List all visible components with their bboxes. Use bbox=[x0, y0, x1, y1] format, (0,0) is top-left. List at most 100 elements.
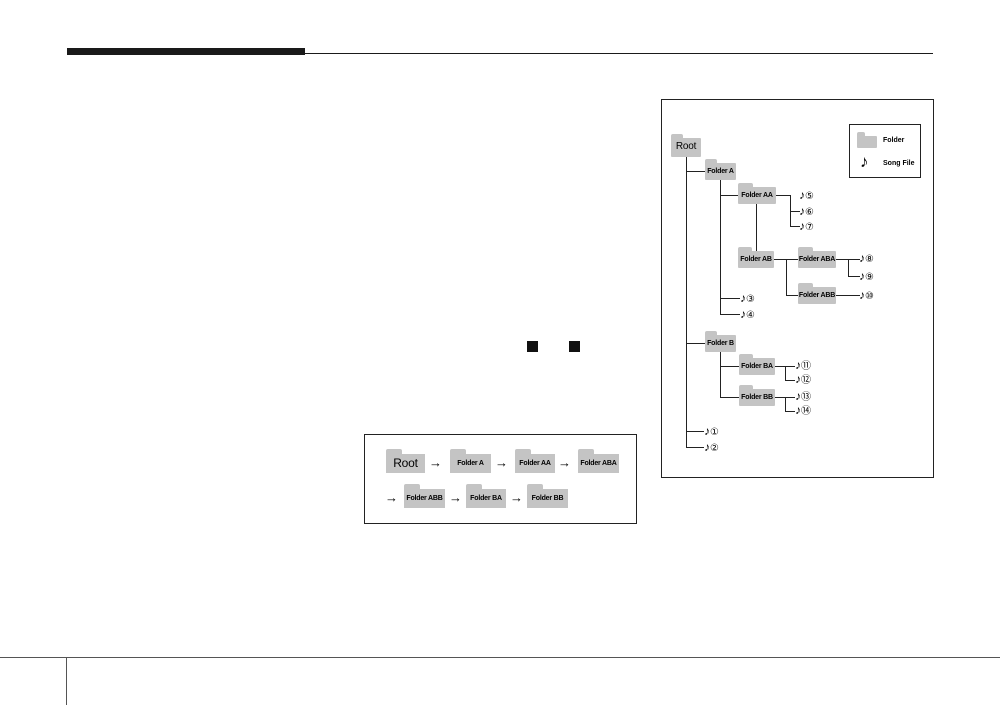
folder-ab: Folder AB bbox=[738, 247, 774, 268]
legend-song-label: Song File bbox=[883, 160, 915, 167]
song-file-8: ♪⑧ bbox=[859, 252, 874, 266]
connector bbox=[790, 226, 800, 227]
arrow-icon: → bbox=[558, 455, 571, 470]
path-folder-root: Root bbox=[386, 449, 425, 473]
music-note-icon: ♪ bbox=[795, 389, 801, 403]
legend-folder-label: Folder bbox=[883, 137, 905, 144]
song-file-13: ♪⑬ bbox=[795, 390, 811, 404]
song-number: ⑦ bbox=[805, 222, 814, 233]
song-file-6: ♪⑥ bbox=[799, 205, 814, 219]
folder-bb: Folder BB bbox=[739, 385, 775, 406]
arrow-icon: → bbox=[429, 455, 442, 470]
folder-root: Root bbox=[671, 134, 701, 157]
connector bbox=[686, 343, 705, 344]
music-note-icon: ♪ bbox=[740, 307, 746, 321]
folder-ba: Folder BA bbox=[739, 354, 775, 375]
song-number: ⑭ bbox=[801, 406, 811, 417]
connector bbox=[786, 259, 787, 295]
song-number: ⑨ bbox=[865, 272, 874, 283]
arrow-icon: → bbox=[495, 455, 508, 470]
song-number: ④ bbox=[746, 310, 755, 321]
path-folder-aba: Folder ABA bbox=[578, 449, 619, 473]
arrow-icon: → bbox=[385, 490, 398, 505]
connector bbox=[836, 295, 860, 296]
folder-aa: Folder AA bbox=[738, 183, 776, 204]
music-note-icon: ♪ bbox=[799, 204, 805, 218]
path-folder-a: Folder A bbox=[450, 449, 491, 473]
connector bbox=[720, 366, 739, 367]
music-note-icon: ♪ bbox=[795, 403, 801, 417]
song-file-5: ♪⑤ bbox=[799, 189, 814, 203]
folder-a: Folder A bbox=[705, 159, 736, 180]
music-note-icon: ♪ bbox=[859, 269, 865, 283]
path-folder-bb: Folder BB bbox=[527, 484, 568, 508]
song-number: ⑧ bbox=[865, 254, 874, 265]
square-marker-2 bbox=[569, 341, 580, 352]
connector bbox=[790, 211, 800, 212]
song-number: ⑤ bbox=[805, 191, 814, 202]
legend: Folder ♪ Song File bbox=[849, 124, 921, 178]
music-note-icon: ♪ bbox=[860, 152, 869, 171]
connector bbox=[686, 431, 704, 432]
footer-rule bbox=[0, 657, 1000, 658]
connector bbox=[720, 180, 721, 315]
song-file-4: ♪④ bbox=[740, 308, 755, 322]
song-number: ⑩ bbox=[865, 291, 874, 302]
connector bbox=[776, 195, 790, 196]
song-file-1: ♪① bbox=[704, 425, 719, 439]
song-file-9: ♪⑨ bbox=[859, 270, 874, 284]
folder-tree-diagram: Folder ♪ Song File Root Folder A Folder … bbox=[661, 99, 934, 478]
connector bbox=[756, 204, 757, 252]
connector bbox=[720, 397, 739, 398]
song-file-7: ♪⑦ bbox=[799, 220, 814, 234]
connector bbox=[786, 295, 798, 296]
folder-abb: Folder ABB bbox=[798, 283, 836, 304]
song-number: ⑬ bbox=[801, 392, 811, 403]
song-file-10: ♪⑩ bbox=[859, 289, 874, 303]
connector bbox=[720, 195, 738, 196]
path-folder-ba: Folder BA bbox=[466, 484, 506, 508]
connector bbox=[686, 157, 687, 447]
folder-icon bbox=[857, 132, 877, 148]
music-note-icon: ♪ bbox=[795, 358, 801, 372]
square-marker-1 bbox=[527, 341, 538, 352]
song-file-3: ♪③ bbox=[740, 292, 755, 306]
song-number: ⑥ bbox=[805, 207, 814, 218]
folder-order-diagram: Root → Folder A → Folder AA → Folder ABA… bbox=[364, 434, 637, 524]
song-number: ⑪ bbox=[801, 361, 811, 372]
connector bbox=[785, 380, 795, 381]
song-number: ⑫ bbox=[801, 375, 811, 386]
music-note-icon: ♪ bbox=[740, 291, 746, 305]
connector bbox=[720, 314, 740, 315]
song-file-14: ♪⑭ bbox=[795, 404, 811, 418]
music-note-icon: ♪ bbox=[704, 440, 710, 454]
connector bbox=[720, 352, 721, 397]
music-note-icon: ♪ bbox=[859, 288, 865, 302]
connector bbox=[720, 298, 740, 299]
music-note-icon: ♪ bbox=[704, 424, 710, 438]
folder-aba: Folder ABA bbox=[798, 247, 836, 268]
arrow-icon: → bbox=[449, 490, 462, 505]
header-rule-thin bbox=[305, 53, 933, 54]
path-folder-aa: Folder AA bbox=[515, 449, 555, 473]
connector bbox=[785, 397, 786, 411]
connector bbox=[785, 411, 795, 412]
music-note-icon: ♪ bbox=[795, 372, 801, 386]
connector bbox=[686, 171, 705, 172]
connector bbox=[848, 276, 860, 277]
connector bbox=[848, 259, 849, 276]
footer-tick bbox=[66, 657, 67, 705]
song-file-2: ♪② bbox=[704, 441, 719, 455]
song-file-12: ♪⑫ bbox=[795, 373, 811, 387]
music-note-icon: ♪ bbox=[859, 251, 865, 265]
song-number: ① bbox=[710, 427, 719, 438]
connector bbox=[785, 366, 786, 380]
song-file-11: ♪⑪ bbox=[795, 359, 811, 373]
song-number: ② bbox=[710, 443, 719, 454]
song-number: ③ bbox=[746, 294, 755, 305]
connector bbox=[686, 447, 704, 448]
path-folder-abb: Folder ABB bbox=[404, 484, 445, 508]
folder-b: Folder B bbox=[705, 331, 736, 352]
music-note-icon: ♪ bbox=[799, 219, 805, 233]
music-note-icon: ♪ bbox=[799, 188, 805, 202]
